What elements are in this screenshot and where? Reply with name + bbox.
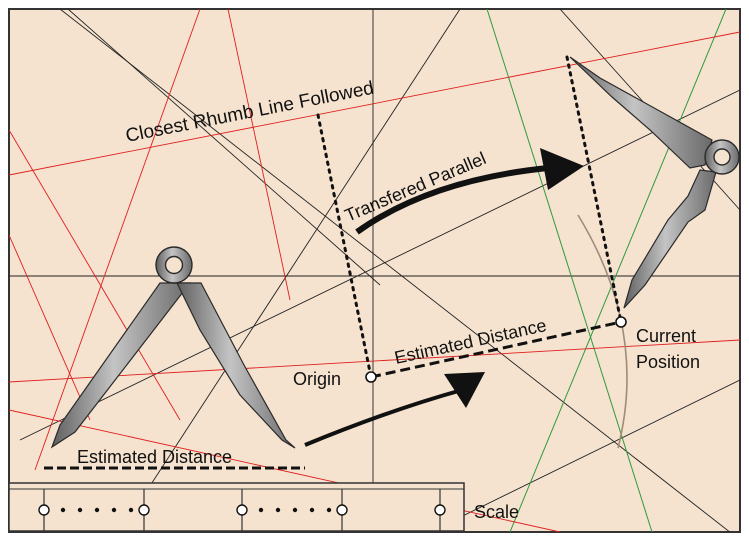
red-line — [9, 234, 91, 421]
current-position-label-line1: Current — [636, 326, 696, 346]
scale-circle — [138, 504, 150, 516]
diagonal-line — [19, 89, 740, 441]
curved-arrow-icon — [355, 148, 584, 235]
dotted-parallels — [316, 55, 623, 379]
diagonal-line — [429, 379, 740, 532]
scale-circle — [336, 504, 348, 516]
scale-circle — [38, 504, 50, 516]
scale-circle — [236, 504, 248, 516]
origin-label: Origin — [293, 369, 341, 389]
scale-dot — [94, 507, 100, 513]
green-line — [486, 9, 653, 532]
scale-dot — [111, 507, 117, 513]
current-position-marker — [615, 316, 627, 328]
estimated-distance-path — [370, 320, 622, 379]
red-line — [9, 339, 740, 383]
scale-dot — [275, 507, 281, 513]
scale-dot — [258, 507, 264, 513]
scale-dot — [309, 507, 315, 513]
red-rhumb-lines — [9, 9, 740, 532]
scale-dot — [326, 507, 332, 513]
diagonal-line — [67, 9, 381, 286]
chart-lines — [9, 9, 740, 532]
curved-arrow-icon — [304, 372, 485, 447]
red-line — [9, 409, 561, 532]
scale-circles — [38, 504, 446, 516]
scale-dot — [292, 507, 298, 513]
red-line — [9, 129, 181, 421]
green-lines — [486, 9, 727, 532]
scale-dot — [128, 507, 134, 513]
red-line — [227, 9, 291, 301]
scale-dot — [77, 507, 83, 513]
scale-label: Scale — [474, 502, 519, 522]
diagonal-line — [119, 9, 461, 532]
grid-lines — [9, 9, 740, 532]
green-line — [509, 9, 727, 532]
red-line — [9, 31, 740, 176]
red-line — [34, 9, 201, 471]
divider-tool-icon — [50, 246, 296, 449]
scale-circle — [434, 504, 446, 516]
scale-dot — [60, 507, 66, 513]
parallel-dotted-line — [565, 55, 623, 324]
estimated-distance-divider-label: Estimated Distance — [77, 447, 232, 467]
origin-marker — [365, 371, 377, 383]
divider-tool-icon — [569, 56, 740, 309]
distance-arc — [577, 214, 628, 449]
parallel-dotted-line — [316, 113, 373, 379]
current-position-label-line2: Position — [636, 352, 700, 372]
scale-ruler-icon — [8, 482, 465, 532]
scale-bar — [8, 482, 465, 532]
scale-dots — [60, 507, 332, 513]
